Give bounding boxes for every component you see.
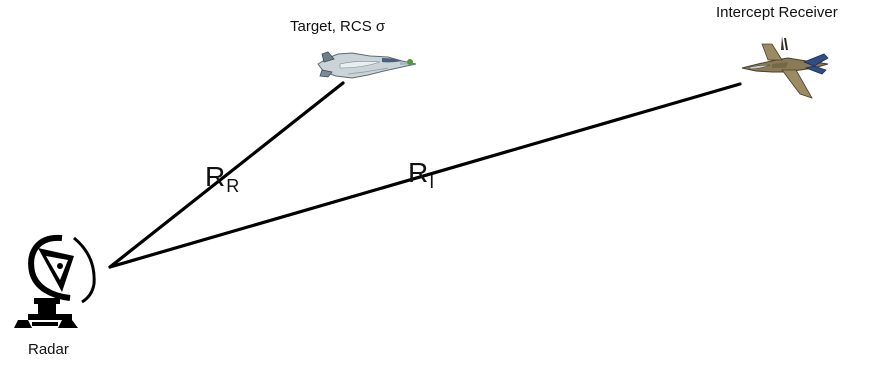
receiver-label: Intercept Receiver — [716, 4, 838, 21]
fighter-jet-icon — [741, 36, 829, 99]
radar-dish-icon — [14, 234, 96, 328]
radar-label: Radar — [28, 341, 69, 358]
range-line-radar-receiver — [108, 82, 742, 269]
range-label-rr: RR — [205, 161, 239, 196]
range-line-radar-target — [108, 81, 345, 269]
target-label: Target, RCS σ — [290, 18, 386, 35]
range-symbol-rr: R — [205, 161, 226, 192]
range-label-ri: RI — [408, 157, 434, 192]
range-symbol-ri: R — [408, 157, 429, 188]
range-subscript-rr: R — [226, 176, 240, 196]
stealth-jet-icon — [317, 51, 417, 79]
range-subscript-ri: I — [429, 172, 435, 192]
